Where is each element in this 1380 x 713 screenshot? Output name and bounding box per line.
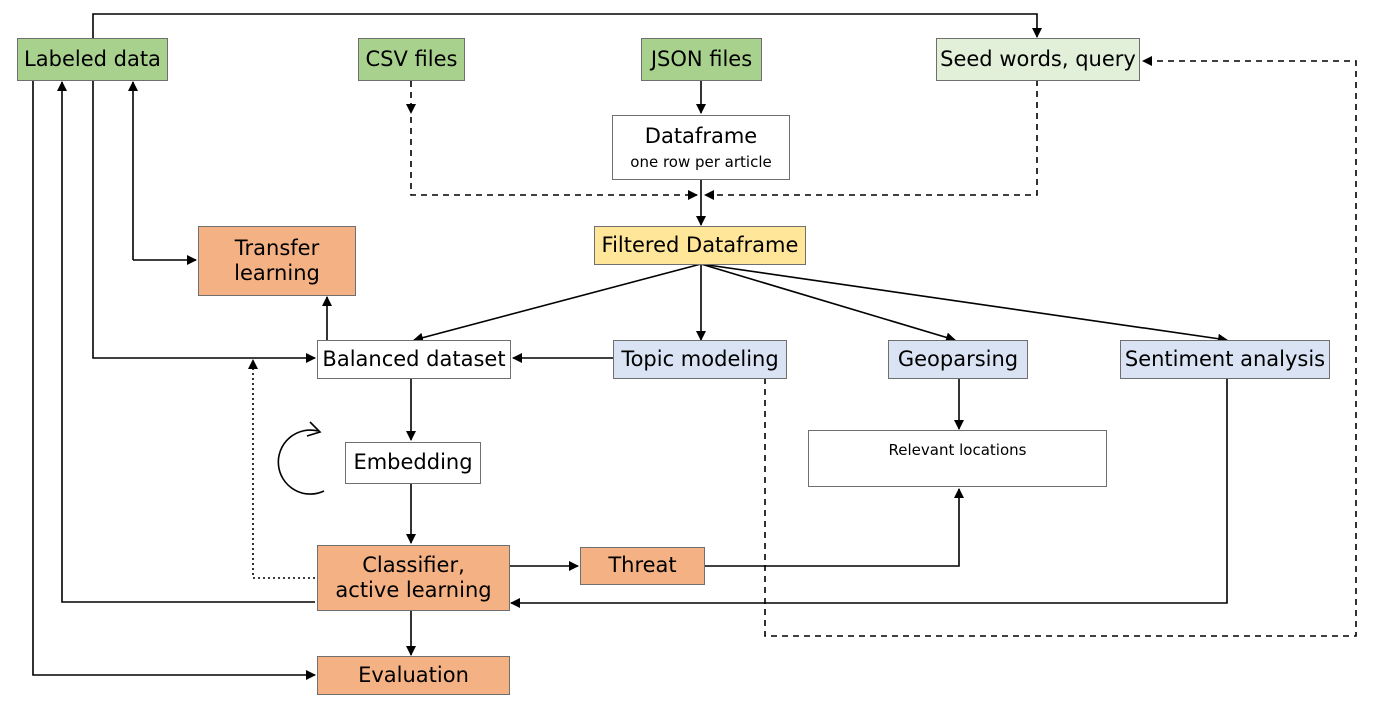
transfer-learning-node: Transfer learning (198, 226, 356, 296)
edge-labeled-to-seed (92, 13, 1042, 47)
balanced-dataset-label: Balanced dataset (322, 346, 506, 371)
classifier-label-line2: active learning (335, 578, 492, 602)
labeled-data-node: Labeled data (17, 38, 168, 81)
evaluation-node: Evaluation (317, 656, 510, 695)
evaluation-label: Evaluation (358, 662, 469, 687)
edge-filtered-to-sentiment (700, 263, 1228, 344)
filtered-dataframe-node: Filtered Dataframe (594, 226, 806, 265)
edge-classifier-to-balanced-dotted (248, 359, 315, 579)
seed-words-node: Seed words, query (936, 38, 1140, 81)
topic-modeling-label: Topic modeling (621, 346, 779, 371)
iteration-cycle-icon (277, 421, 325, 495)
csv-files-label: CSV files (365, 46, 458, 71)
csv-files-node: CSV files (358, 38, 465, 81)
edge-sentiment-to-classifier (510, 379, 1228, 608)
edge-topic-to-seed (764, 56, 1357, 637)
filtered-dataframe-label: Filtered Dataframe (601, 232, 799, 257)
sentiment-analysis-node: Sentiment analysis (1120, 340, 1330, 379)
threat-node: Threat (580, 547, 705, 585)
classifier-node: Classifier, active learning (317, 545, 510, 611)
embedding-node: Embedding (345, 442, 481, 484)
geoparsing-node: Geoparsing (888, 340, 1028, 379)
json-files-node: JSON files (641, 38, 762, 81)
edge-labeled-to-balanced (92, 80, 316, 363)
seed-words-label: Seed words, query (940, 46, 1136, 71)
labeled-data-label: Labeled data (24, 46, 161, 71)
balanced-dataset-node: Balanced dataset (317, 340, 511, 379)
relevant-locations-label: Relevant locations (888, 441, 1027, 459)
edge-csv-to-merge (410, 117, 698, 200)
classifier-label-line1: Classifier, (362, 552, 465, 577)
dataframe-label: Dataframe (644, 124, 758, 149)
topic-modeling-node: Topic modeling (613, 340, 787, 379)
edge-classifier-to-labeled (57, 81, 315, 603)
transfer-learning-label-line2: learning (234, 261, 320, 285)
dataframe-sublabel: one row per article (630, 152, 772, 171)
edge-threat-to-locations (705, 488, 964, 567)
dataframe-node: Dataframe one row per article (612, 115, 790, 180)
edge-filtered-to-geoparsing (700, 263, 956, 343)
edge-labeled-to-evaluation (32, 80, 316, 680)
embedding-label: Embedding (353, 450, 473, 475)
edge-seed-to-merge (704, 80, 1038, 200)
relevant-locations-node: Relevant locations (808, 430, 1107, 487)
sentiment-analysis-label: Sentiment analysis (1124, 346, 1326, 371)
geoparsing-label: Geoparsing (897, 346, 1019, 371)
json-files-label: JSON files (650, 46, 753, 71)
threat-label: Threat (608, 553, 677, 578)
edge-filtered-to-balanced (413, 263, 702, 343)
transfer-learning-label-line1: Transfer (234, 235, 320, 260)
